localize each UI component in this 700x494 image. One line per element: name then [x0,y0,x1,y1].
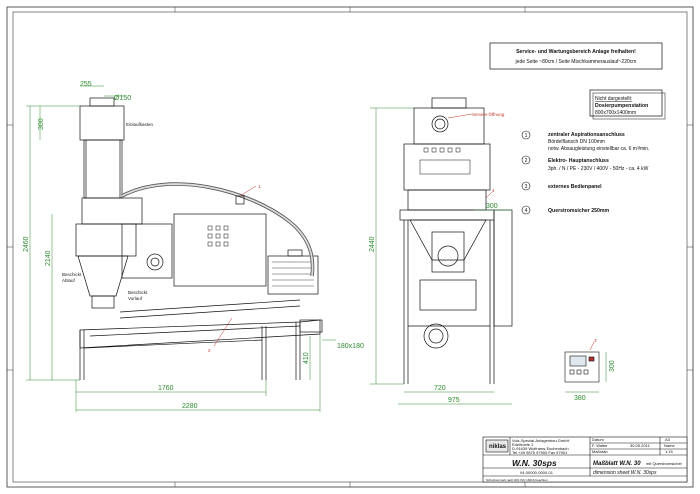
outer-frame [6,6,694,488]
front-dim-lines [370,107,512,405]
tb-company1: Volz-Spezial-Anlagenbau GmbH [512,438,569,443]
callout-lines-side [213,185,257,347]
dim-2440: 2440 [369,236,376,252]
label-beschickt-vorlauf-2: Vorlauf [128,296,143,301]
legend-title-2: Elektro- Hauptanschluss [548,158,609,164]
service-note-line2: jede Seite ~80cm / Seite Mischkammerausl… [515,59,637,65]
legend-line-1a: Bördelflansch DN 100mm [548,139,605,145]
panel-dim-lines [565,352,607,393]
option-line2: Dosierpumpenstation [595,103,648,109]
side-view [75,97,323,380]
dim-2460: 2460 [23,236,30,252]
dim-975: 975 [448,397,460,404]
label-beschickt-ablauf-2: Ablauf [62,278,76,283]
legend: 1 zentraler Aspirationsanschluss Bördelf… [521,130,649,215]
dim-720: 720 [434,385,446,392]
control-panel [564,351,600,383]
tb-date: 30.05.2011 [630,443,650,448]
label-service-oeffnung: Service-Öffnung [472,111,505,117]
dim-255: 255 [80,81,92,88]
legend-title-4: Querstromsicher 250mm [548,208,610,214]
tb-scale: 1:15 [665,449,674,454]
callout-1-side: 1 [258,184,261,189]
dim-300-panel: 300 [609,360,616,372]
tb-title-de-small: mit Querstromsicher [646,461,683,466]
dim-2140: 2140 [45,250,52,266]
label-beschickt-vorlauf-1: Beschickt [128,290,148,295]
option-note-box: Nicht dargestellt: Dosierpumpenstation 8… [589,89,666,120]
tb-scale-label: Maßstab [592,449,608,454]
callout-2-side: 2 [208,348,211,353]
tb-name: F. Walter [592,443,608,448]
inner-frame [12,11,688,483]
dim-2280: 2280 [182,403,198,410]
service-note-box: Service- und Wartungsbereich Anlage frei… [489,42,663,70]
legend-title-1: zentraler Aspirationsanschluss [548,132,625,138]
tb-logo: niklas [489,444,507,450]
front-view [399,97,513,384]
label-einlaufkasten: Einlaufkasten [126,122,154,127]
service-note-line1: Service- und Wartungsbereich Anlage frei… [516,49,636,55]
legend-num-3: 3 [525,184,528,190]
frame-ticks [7,7,693,487]
legend-line-1b: notw. Absaugleistung einstellbar ca. 6 m… [548,146,649,152]
tb-company3: D-91639 Wolframs-Eschenbach [512,446,569,451]
tb-name-label: Name [664,443,675,448]
option-line3: 800x700x1400mm [595,110,636,116]
title-block [482,436,688,483]
dim-410: 410 [303,352,310,364]
callout-4-front: 4 [492,188,495,193]
tb-company2: Edelhoefe 1 [512,442,534,447]
dim-300-front: 300 [486,203,498,210]
dim-150: Ø150 [114,95,131,102]
dim-1760: 1760 [158,385,174,392]
legend-num-4: 4 [525,208,528,214]
callout-3: 3 [594,338,597,343]
tb-product: W.N. 30sps [512,458,557,468]
legend-num-1: 1 [525,133,528,139]
tb-format: A3 [665,437,671,442]
legend-num-2: 2 [525,158,528,164]
tb-company4: Tel.+49 9875 97900 Fax 97901 [512,450,568,455]
legend-line-2a: 3ph. / N / PE - 230V / 400V - 50Hz - ca.… [548,166,649,172]
callout-lines-front [447,113,493,199]
option-line1: Nicht dargestellt: [595,96,632,102]
side-dim-lines [26,85,336,412]
dim-380: 380 [574,395,586,402]
label-beschickt-ablauf-1: Beschickt [62,272,82,277]
tb-drawing-no: 04-00000-0000-01 [520,470,554,475]
tb-footer: Schutzvermerk nach DIN ISO 16016 beachte… [486,478,548,482]
legend-title-3: externes Bedienpanel [548,184,602,190]
dim-300-side: 300 [38,118,45,130]
dim-180x180: 180x180 [337,343,364,350]
callout-line-3 [589,341,595,351]
tb-date-label: Datum [592,437,604,442]
tb-title-en: dimension sheet W.N. 30sps [593,470,657,476]
tb-title-de: Maßblatt W.N. 30 [593,461,641,467]
